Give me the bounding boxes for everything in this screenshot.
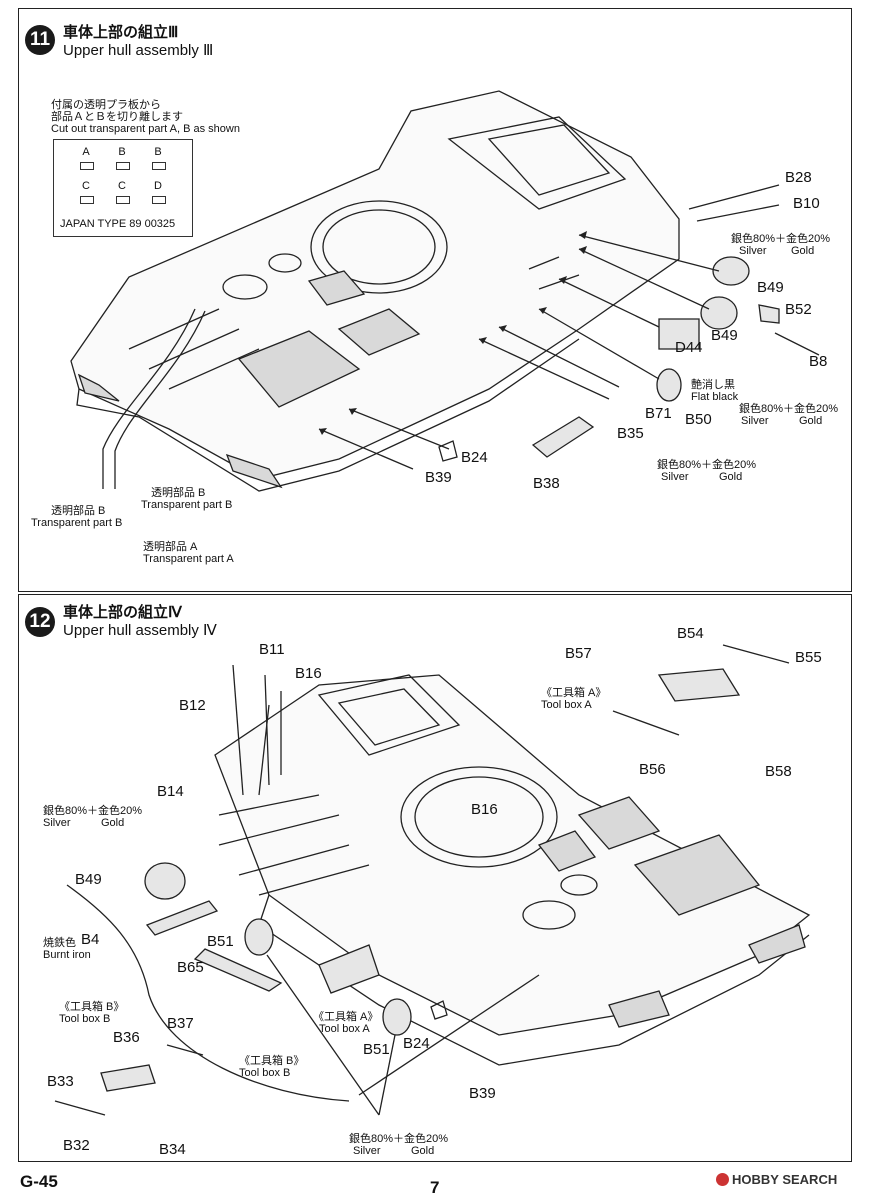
sheet-cell: A [82,146,90,158]
part-B49: B49 [757,279,784,296]
step-title-jp: 車体上部の組立Ⅳ [63,604,182,621]
part-B12: B12 [179,697,206,714]
transparent-b-en: Transparent part B [31,517,123,529]
part-B16: B16 [471,801,498,818]
part-B65: B65 [177,959,204,976]
part-B55: B55 [795,649,822,666]
watermark-text: HOBBY SEARCH [732,1172,838,1187]
step-number: 12 [25,607,55,637]
upper-hull-drawing-11 [70,90,820,492]
burnt-iron-jp: 焼鉄色 [43,937,76,949]
step-12-panel: 12 車体上部の組立Ⅳ Upper hull assembly Ⅳ [18,594,852,1162]
part-B39: B39 [469,1085,496,1102]
transparent-a-jp: 透明部品 A [143,541,198,553]
toolbox-a-jp: 《工具箱 A》 [313,1011,379,1023]
part-B49: B49 [75,871,102,888]
burnt-iron-en: Burnt iron [43,949,91,961]
toolbox-b-jp: 《工具箱 B》 [239,1055,305,1067]
part-B56: B56 [639,761,666,778]
transparent-sheet: A B B C C D JAPAN TYPE 89 00325 [53,139,193,237]
paint-silver-gold-jp: 銀色80%＋金色20% [349,1133,449,1145]
sheet-footer: JAPAN TYPE 89 00325 [60,218,176,230]
part-B52: B52 [785,301,812,318]
step-11-panel: 11 車体上部の組立Ⅲ Upper hull assembly Ⅲ 付属の透明プ… [18,8,852,592]
toolbox-b-en: Tool box B [59,1013,111,1025]
transparent-b-jp: 透明部品 B [51,505,106,517]
flat-black-jp: 艶消し黒 [691,379,735,391]
paint-silver: Silver [741,415,769,427]
hobby-search-logo-icon [716,1173,729,1186]
part-B49: B49 [711,327,738,344]
step-title-en: Upper hull assembly Ⅳ [63,622,217,639]
part-B38: B38 [533,475,560,492]
part-B32: B32 [63,1137,90,1154]
part-B57: B57 [565,645,592,662]
part-B4: B4 [81,931,100,948]
paint-silver: Silver [739,245,767,257]
part-B71: B71 [645,405,672,422]
cut-note-en: Cut out transparent part A, B as shown [51,123,240,135]
part-B14: B14 [157,783,184,800]
paint-silver: Silver [43,817,71,829]
part-B58: B58 [765,763,792,780]
part-B33: B33 [47,1073,74,1090]
paint-silver: Silver [353,1145,381,1157]
manual-code: G-45 [20,1172,58,1191]
paint-gold: Gold [101,817,125,829]
part-B39: B39 [425,469,452,486]
paint-silver-gold-jp: 銀色80%＋金色20% [739,403,839,415]
part-B11: B11 [259,641,285,658]
part-B34: B34 [159,1141,186,1158]
part-B51: B51 [207,933,234,950]
part-D44: D44 [675,339,703,356]
paint-silver-gold-jp: 銀色80%＋金色20% [657,459,757,471]
step-number: 11 [25,25,55,55]
paint-silver-gold-jp: 銀色80%＋金色20% [731,233,831,245]
cut-note-jp1: 付属の透明プラ板から [51,99,161,111]
paint-gold: Gold [791,245,815,257]
paint-silver-gold-jp: 銀色80%＋金色20% [43,805,143,817]
page-number: 7 [430,1178,440,1197]
sheet-cell: C [82,180,90,192]
transparent-a-en: Transparent part A [143,553,234,565]
cut-note-jp2: 部品ＡとＢを切り離します [51,111,183,123]
upper-hull-drawing-12 [54,644,811,1116]
sheet-cell: D [154,180,162,192]
part-B50: B50 [685,411,712,428]
part-B36: B36 [113,1029,140,1046]
step-title-en: Upper hull assembly Ⅲ [63,42,214,59]
toolbox-b-jp: 《工具箱 B》 [59,1001,125,1013]
part-B35: B35 [617,425,644,442]
paint-gold: Gold [411,1145,435,1157]
sheet-cell: C [118,180,126,192]
sheet-cell: B [118,146,126,158]
part-B16: B16 [295,665,322,682]
paint-gold: Gold [719,471,743,483]
transparent-b-en: Transparent part B [141,499,233,511]
transparent-b-jp: 透明部品 B [151,487,206,499]
toolbox-a-jp: 《工具箱 A》 [541,687,607,699]
paint-silver: Silver [661,471,689,483]
sheet-cell: B [154,146,162,158]
part-B24: B24 [461,449,488,466]
part-B28: B28 [785,169,812,186]
part-B24: B24 [403,1035,430,1052]
part-B51: B51 [363,1041,390,1058]
paint-gold: Gold [799,415,823,427]
part-B10: B10 [793,195,820,212]
flat-black-en: Flat black [691,391,739,403]
toolbox-b-en: Tool box B [239,1067,291,1079]
toolbox-a-en: Tool box A [319,1023,370,1035]
part-B37: B37 [167,1015,194,1032]
part-B54: B54 [677,625,704,642]
step-title-jp: 車体上部の組立Ⅲ [63,24,179,41]
part-B8: B8 [809,353,828,370]
toolbox-a-en: Tool box A [541,699,592,711]
watermark: HOBBY SEARCH [716,1172,837,1187]
